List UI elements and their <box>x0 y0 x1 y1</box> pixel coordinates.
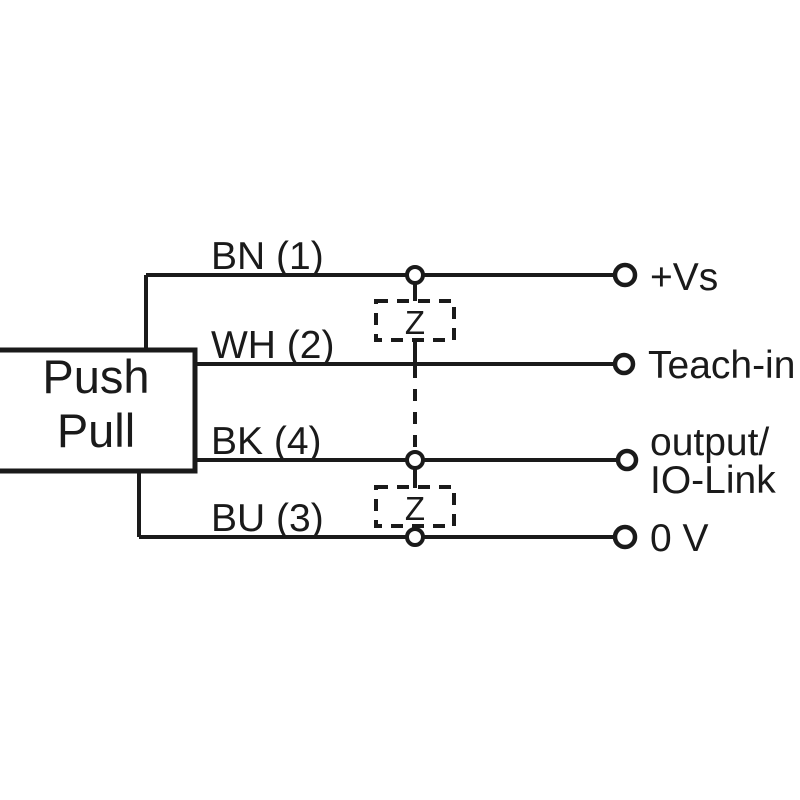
terminal-label-output-group: output/ IO-Link <box>650 421 776 502</box>
terminal-ring-output-iolink[interactable] <box>615 448 639 472</box>
z-lower-label: Z <box>405 490 425 527</box>
terminal-label-vs: +Vs <box>650 256 718 299</box>
push-pull-label-line1: Push <box>42 350 149 403</box>
wire-label-bu: BU (3) <box>211 497 324 540</box>
z-upper-box <box>374 299 456 342</box>
wire-bu <box>137 471 623 539</box>
junction-ring-bk <box>405 450 425 470</box>
push-pull-block: Push Pull <box>0 347 198 474</box>
terminal-label-0v: 0 V <box>650 517 709 560</box>
wire-label-bk: BK (4) <box>211 420 322 463</box>
wire-label-wh: WH (2) <box>211 324 334 367</box>
z-lower-box <box>374 485 456 528</box>
terminal-label-teach-in: Teach-in <box>648 344 795 387</box>
junction-ring-bu <box>405 527 425 547</box>
suppressor-z-lower: Z <box>374 485 456 528</box>
terminal-label-iolink: IO-Link <box>650 459 776 502</box>
terminal-label-output: output/ <box>650 421 769 464</box>
terminal-ring-vs[interactable] <box>612 262 638 288</box>
wire-label-bn: BN (1) <box>211 235 324 278</box>
junction-ring-bn <box>405 265 425 285</box>
suppressor-z-upper: Z <box>374 299 456 342</box>
terminal-ring-teach-in[interactable] <box>612 352 636 376</box>
wire-bn <box>144 273 623 350</box>
push-pull-label-line2: Pull <box>57 404 135 457</box>
push-pull-box <box>0 347 198 474</box>
z-upper-label: Z <box>405 304 425 341</box>
terminal-label-vs-group: +Vs <box>650 256 718 299</box>
terminal-ring-0v[interactable] <box>612 524 638 550</box>
